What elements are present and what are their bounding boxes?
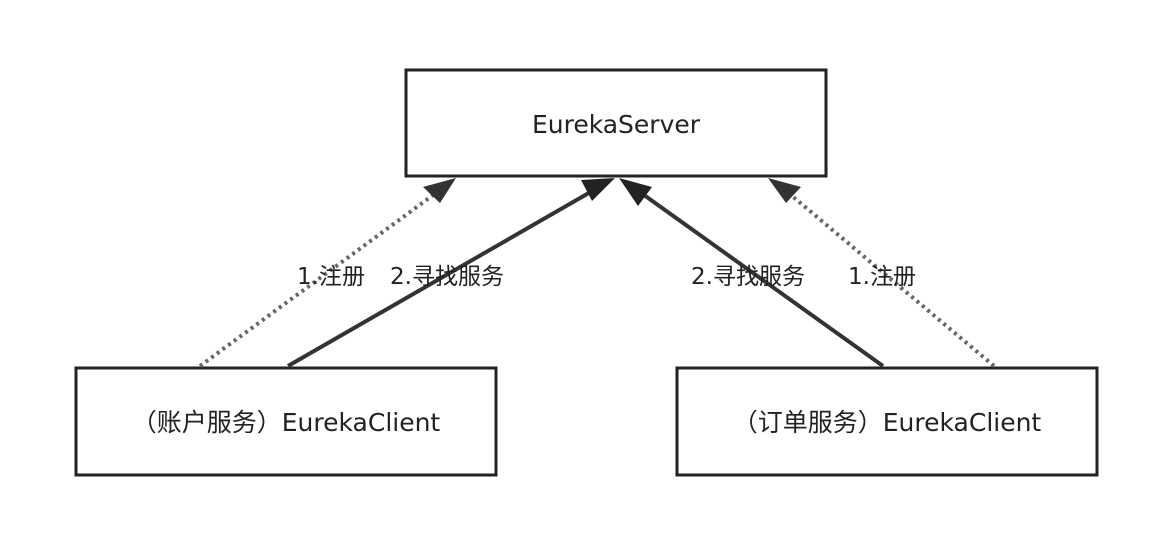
left-register-line	[198, 188, 442, 368]
left-discover-arrowhead	[581, 178, 615, 201]
client-left-node: （账户服务）EurekaClient	[74, 366, 498, 477]
server-label: EurekaServer	[532, 110, 701, 139]
left-register-label: 1.注册	[297, 264, 365, 290]
edge-right-register	[768, 178, 996, 368]
right-register-arrowhead	[768, 178, 801, 203]
right-register-label: 1.注册	[848, 264, 916, 290]
client-left-box	[74, 366, 498, 477]
right-discover-label: 2.寻找服务	[691, 264, 805, 290]
client-right-box	[675, 366, 1099, 477]
right-discover-line	[635, 188, 885, 368]
edge-right-discover	[619, 178, 885, 368]
left-register-arrowhead	[423, 178, 456, 203]
server-node: EurekaServer	[404, 68, 828, 178]
client-right-label: （订单服务）EurekaClient	[733, 408, 1042, 437]
right-discover-arrowhead	[619, 178, 652, 206]
left-discover-line	[287, 188, 595, 368]
edge-left-register	[198, 178, 456, 368]
client-right-node: （订单服务）EurekaClient	[675, 366, 1099, 477]
client-left-label: （账户服务）EurekaClient	[132, 408, 441, 437]
edge-left-discover	[287, 178, 615, 368]
server-box	[404, 68, 828, 178]
left-discover-label: 2.寻找服务	[390, 264, 504, 290]
